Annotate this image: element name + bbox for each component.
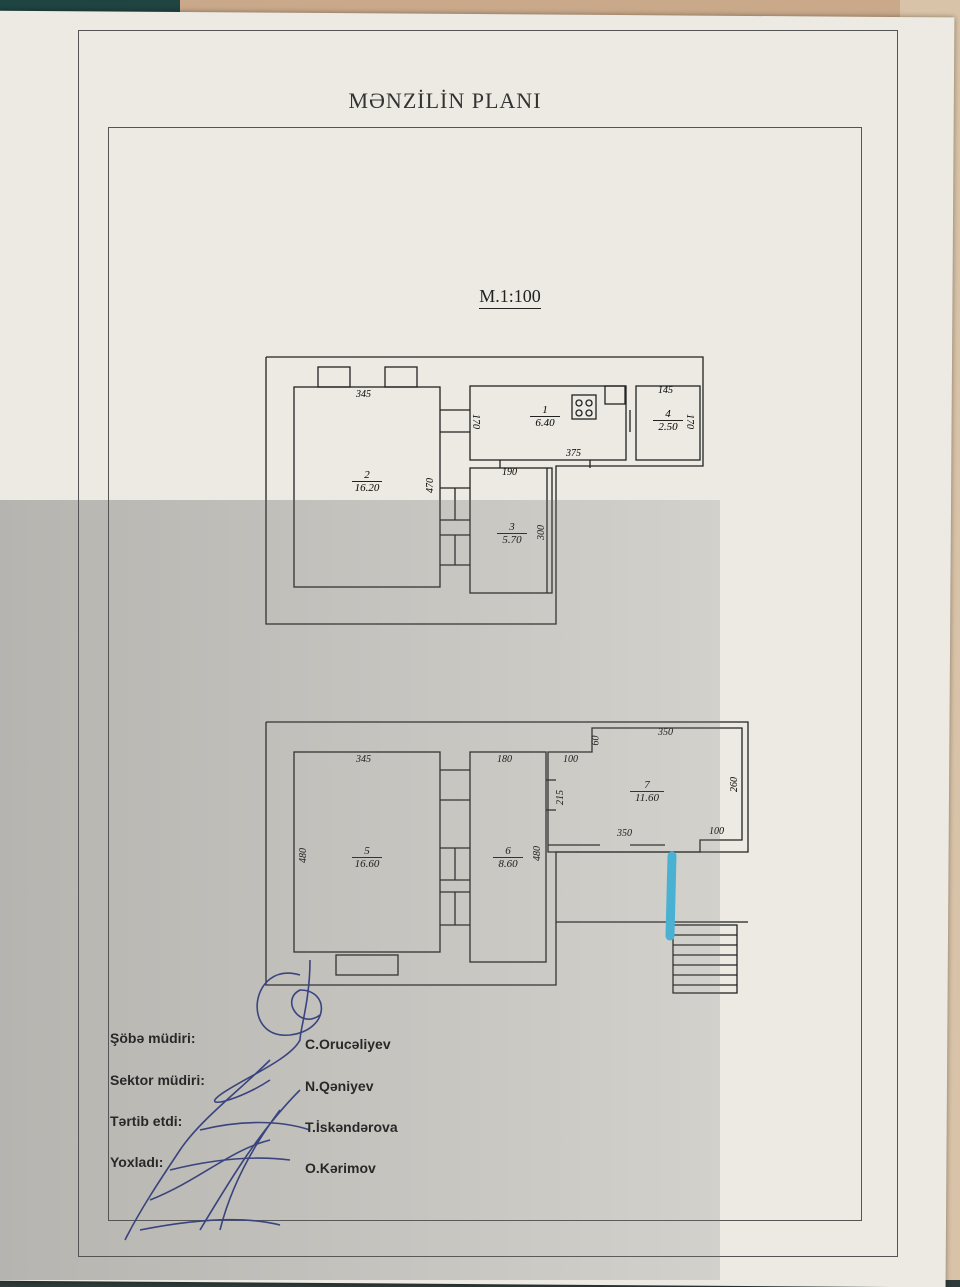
signature-role: Sektor müdiri: [110,1072,205,1088]
room-4 [635,385,701,461]
dim-label: 470 [425,478,436,493]
document-title: MƏNZİLİN PLANI [348,88,542,113]
dim-label: 300 [536,525,547,540]
room-3-label: 3 5.70 [497,521,527,546]
signature-role: Tərtib etdi: [110,1113,183,1129]
dim-label: 260 [729,777,740,792]
dim-label: 375 [566,448,581,459]
room-3 [469,467,553,594]
upper-plan [265,356,704,625]
dim-label: 145 [658,385,673,396]
dim-label: 215 [555,790,566,805]
dim-label: 345 [356,754,371,765]
dim-label: 480 [298,848,309,863]
dim-label: 180 [497,754,512,765]
dim-label: 100 [563,754,578,765]
signature-name: N.Qəniyev [305,1078,374,1094]
stove-icon [571,394,597,420]
dim-label: 170 [684,414,695,429]
room-5 [293,751,441,953]
signature-role: Şöbə müdiri: [110,1030,196,1046]
dim-label: 190 [502,467,517,478]
room-7 [547,727,743,853]
sink-icon [604,385,626,405]
signature-name: C.Orucəliyev [305,1036,391,1052]
dim-label: 345 [356,389,371,400]
room-2-label: 2 16.20 [352,469,382,494]
room-1-label: 1 6.40 [530,404,560,429]
scale-label: M.1:100 [455,286,565,309]
signature-role: Yoxladı: [110,1154,164,1170]
dim-label: 480 [532,846,543,861]
inner-frame [108,127,862,1221]
dim-label: 350 [617,828,632,839]
highlighter-mark [665,851,677,941]
room-7-label: 7 11.60 [630,779,664,804]
dim-label: 350 [658,727,673,738]
room-6-label: 6 8.60 [493,845,523,870]
dim-label: 100 [709,826,724,837]
room-6 [469,751,547,963]
lower-plan [265,721,749,994]
stairs [672,924,738,994]
handwritten-signatures [124,959,323,1241]
dim-label: 60 [590,735,602,746]
window [317,366,351,388]
room-1 [469,385,627,461]
signature-name: O.Kərimov [305,1160,376,1176]
outer-frame [78,30,898,1257]
dim-label: 170 [470,414,481,429]
signature-name: T.İskəndərova [305,1119,398,1135]
room-5-label: 5 16.60 [352,845,382,870]
room-4-label: 4 2.50 [653,408,683,433]
window [384,366,418,388]
window [335,954,399,976]
room-2 [293,386,441,588]
